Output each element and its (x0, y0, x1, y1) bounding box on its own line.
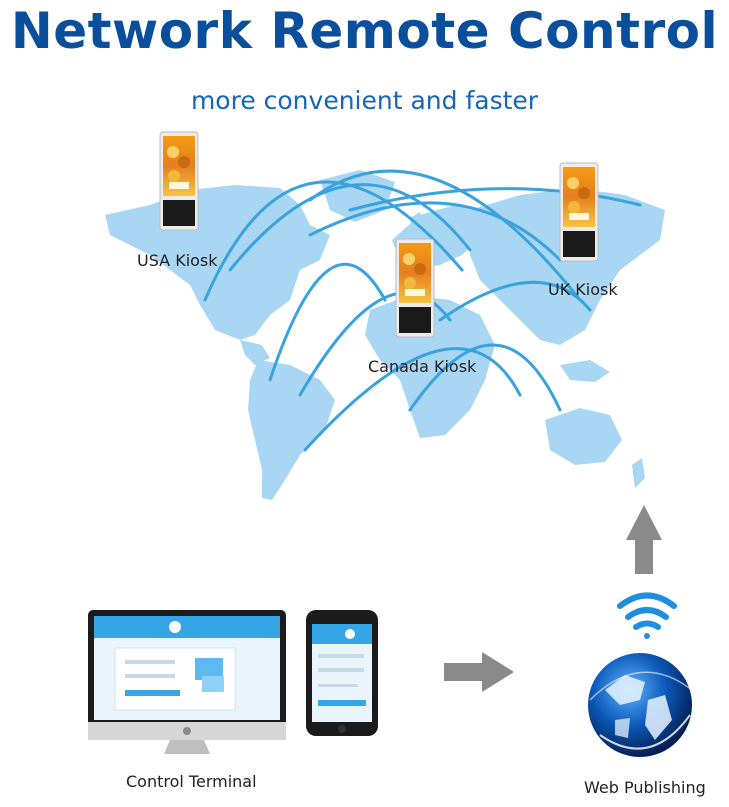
page-subtitle: more convenient and faster (190, 86, 539, 115)
continent-south-america (248, 360, 335, 500)
continent-central-america (240, 340, 270, 365)
web-publishing-label: Web Publishing (584, 778, 706, 797)
control-terminal-label: Control Terminal (126, 772, 257, 791)
arc-3 (308, 169, 582, 302)
network-arcs (203, 169, 642, 452)
smartphone-icon (306, 610, 378, 736)
arc-5 (348, 187, 642, 212)
kiosk-label-canada: Canada Kiosk (368, 357, 477, 376)
arc-8 (303, 347, 522, 452)
arc-6 (268, 262, 387, 382)
kiosk-canada-icon (395, 238, 435, 338)
arc-1 (203, 180, 464, 302)
kiosk-label-usa: USA Kiosk (137, 251, 218, 270)
globe-icon (588, 653, 693, 757)
arc-10 (438, 280, 592, 322)
continent-new-zealand (632, 458, 645, 488)
monitor-icon (88, 610, 286, 754)
kiosk-uk-icon (559, 162, 599, 262)
arc-4 (308, 201, 562, 262)
kiosk-label-uk: UK Kiosk (548, 280, 618, 299)
kiosk-usa-icon (159, 131, 199, 231)
page-title: Network Remote Control (10, 2, 719, 60)
arrow-up-icon (626, 505, 662, 574)
continent-australia (545, 408, 622, 465)
arc-9 (408, 343, 562, 412)
arrow-right-icon (444, 652, 514, 692)
continent-japan (596, 250, 610, 280)
wifi-icon (617, 592, 677, 639)
continent-se-asia (560, 360, 610, 382)
arc-7 (298, 291, 452, 397)
arc-2 (228, 183, 472, 272)
